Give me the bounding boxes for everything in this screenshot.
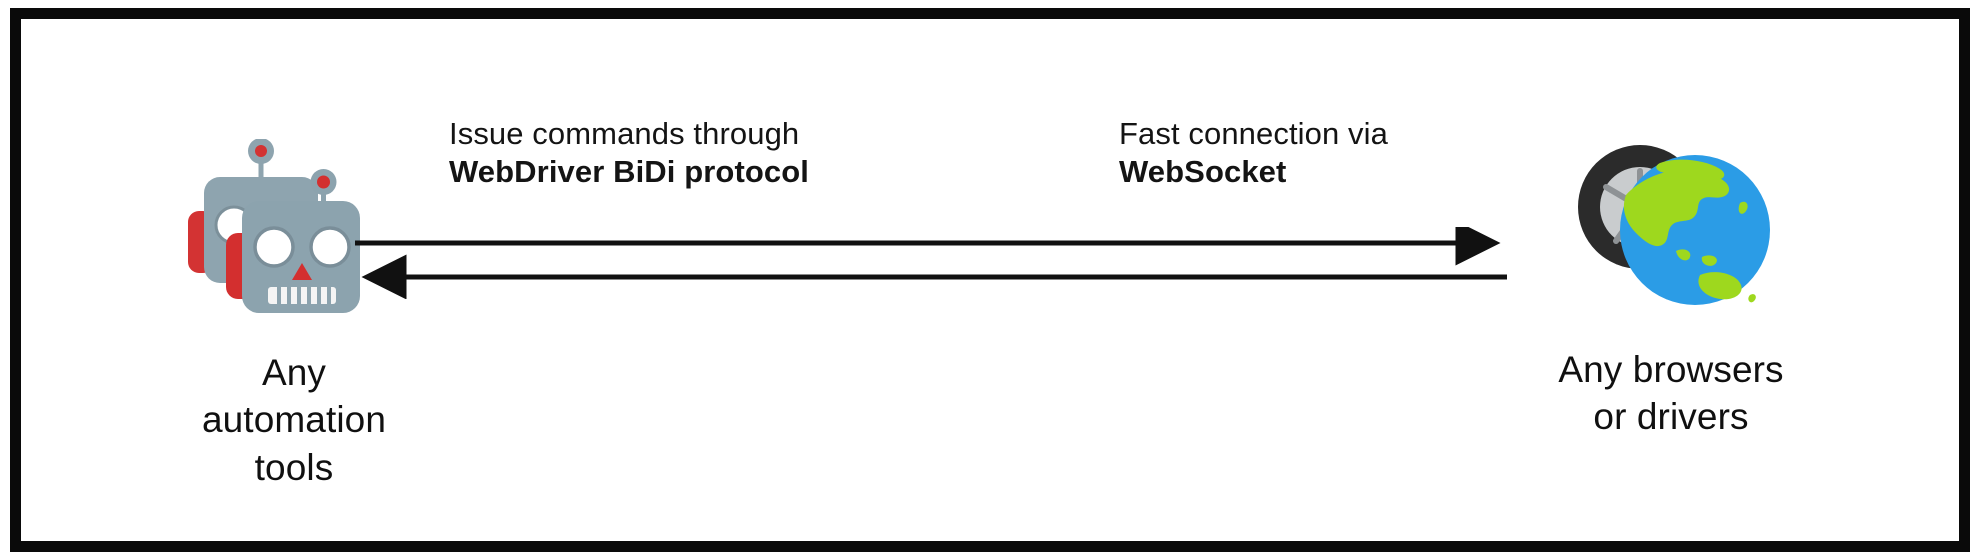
label-inbound-line-1: Fast connection via [1119,116,1388,151]
caption-line-1: Any [261,352,327,393]
robot-face-icon [187,139,360,313]
node-browsers-drivers: Any browsers or drivers [1491,129,1851,441]
caption-line-1: Any browsers [1558,349,1784,390]
diagram-canvas: Any automation tools [21,19,1959,541]
node-browsers-drivers-caption: Any browsers or drivers [1491,346,1851,441]
node-automation-tools: Any automation tools [139,139,449,491]
node-automation-tools-caption: Any automation tools [139,349,449,491]
diagram-frame: Any automation tools [10,8,1970,552]
caption-line-3: tools [254,446,334,488]
label-outbound: Issue commands through WebDriver BiDi pr… [449,115,809,191]
globe-icon [1619,155,1770,305]
label-inbound-line-2: WebSocket [1119,153,1287,189]
label-outbound-line-2: WebDriver BiDi protocol [449,153,809,189]
caption-line-2: automation [201,399,387,441]
label-inbound: Fast connection via WebSocket [1119,115,1388,191]
caption-line-2: or drivers [1593,396,1749,438]
globe-and-tire-icon [1577,145,1770,305]
label-outbound-line-1: Issue commands through [449,116,800,151]
connection-arrows [355,227,1507,299]
